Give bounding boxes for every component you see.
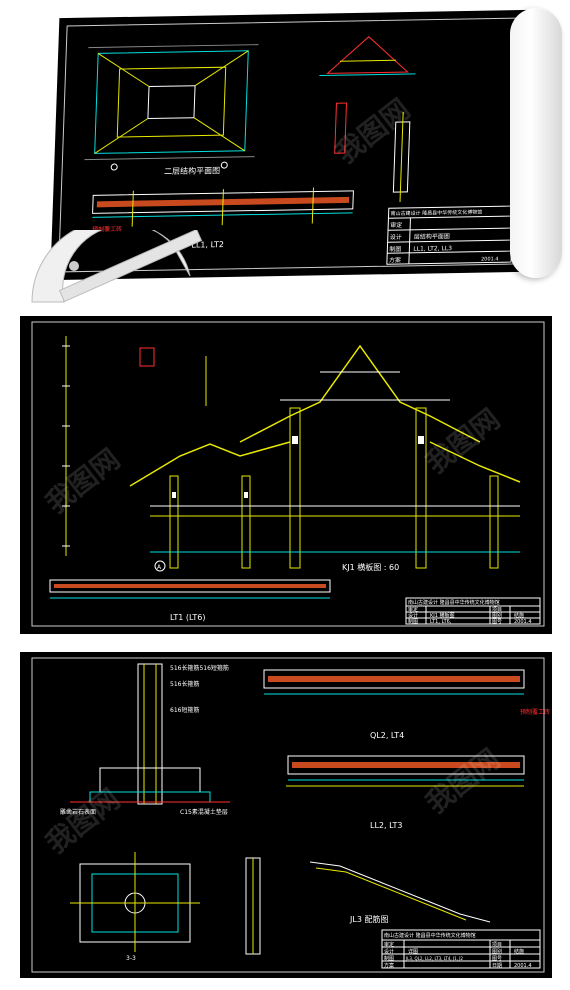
tb-value: LL1, LT2, LL3 xyxy=(413,245,452,253)
title-block-org: 南山古建设计 隆昌县中华传统文化博物馆 xyxy=(384,932,476,939)
protractor-image xyxy=(31,230,203,303)
rebar-label: 516长箍筋516短箍筋 xyxy=(170,664,229,672)
drawing-sheet-1: 二层结构平面图 预制覆工砖 LL1, LT2 xyxy=(50,9,530,281)
beam-elevation xyxy=(92,187,354,227)
col-label: C15素混凝土垫层 xyxy=(180,808,228,816)
tb-label: 图别 xyxy=(492,948,502,955)
footing-plan xyxy=(70,852,200,952)
beam-title: LT1 (LT6) xyxy=(170,613,205,622)
tb-label: 方案 xyxy=(384,962,394,969)
tb-date: 2001.4 xyxy=(481,256,499,262)
drawing-sheet-3: 516长箍筋516短箍筋 516长箍筋 616短箍筋 雕凿岩石表面 C15素混凝… xyxy=(20,652,552,978)
tb-value: 层结构平面图 xyxy=(414,232,450,241)
tb-label: 审定 xyxy=(390,221,402,229)
tb-label: 审定 xyxy=(384,941,394,948)
floor-plan xyxy=(84,44,259,171)
tb-label: 图号 xyxy=(492,956,502,962)
tb-label: 设计 xyxy=(408,612,418,619)
section-title: KJ1 横板图 : 60 xyxy=(342,562,399,572)
precast-label: 预制覆工砖 xyxy=(520,708,550,716)
precast-label: 预制覆工砖 xyxy=(92,225,122,234)
title-block-org: 南山古建设计 隆昌县中华传统文化博物馆 xyxy=(408,599,500,606)
tb-date: 2001.4 xyxy=(514,619,532,625)
tb-label: 设计 xyxy=(390,233,402,241)
tb-value: 结施 xyxy=(514,612,524,619)
tb-value: 详图 xyxy=(408,948,418,955)
tb-label: 审定 xyxy=(408,606,418,613)
rebar-label: 516长箍筋 xyxy=(170,680,199,688)
title-block xyxy=(381,929,541,969)
tb-label: 图号 xyxy=(492,619,502,625)
tb-value: 结施 xyxy=(514,948,524,955)
rebar-label: 616短箍筋 xyxy=(170,706,199,714)
roof-section xyxy=(319,36,416,77)
beam-title: LL1, LT2 xyxy=(191,240,224,250)
title-block xyxy=(405,597,541,625)
sheet2-cad-drawing: A KJ1 横板图 : 60 LT1 (LT6) 南山古建设计 隆昌县中华传统文… xyxy=(31,321,545,627)
beam-elevations xyxy=(263,669,525,787)
base-label: 雕凿岩石表面 xyxy=(60,808,96,816)
tb-date: 2001.4 xyxy=(514,963,532,969)
title-block-org: 南山古建设计 隆昌县中华传统文化博物馆 xyxy=(390,209,482,218)
tb-label: 方案 xyxy=(389,256,401,264)
tb-value: JL3, QL2, LL2, LT3, LT4, J1, J2 xyxy=(405,956,463,961)
tb-label: 项目 xyxy=(492,607,502,613)
tb-label: 项目 xyxy=(492,942,502,948)
beam-title-1: QL2, LT4 xyxy=(370,731,404,740)
tb-label: 制图 xyxy=(408,618,418,625)
paper-roll xyxy=(510,8,562,278)
stair-detail xyxy=(309,861,491,923)
beam-title-2: LL2, LT3 xyxy=(370,821,402,830)
plan-title: 二层结构平面图 xyxy=(164,165,220,176)
drawing-sheet-2: A KJ1 横板图 : 60 LT1 (LT6) 南山古建设计 隆昌县中华传统文… xyxy=(20,316,552,634)
axis-a-label: A xyxy=(157,564,162,571)
stair-title: JL3 配筋图 xyxy=(349,914,388,924)
frame-section xyxy=(129,344,521,572)
detail-columns xyxy=(334,102,411,203)
sheet3-cad-drawing: 516长箍筋516短箍筋 516长箍筋 616短箍筋 雕凿岩石表面 C15素混凝… xyxy=(31,657,550,973)
column-footing-detail xyxy=(70,663,230,805)
tb-label: 设计 xyxy=(384,948,394,955)
tb-label: 制图 xyxy=(389,245,401,253)
tb-label: 日期 xyxy=(492,963,502,969)
tb-value: KJ1 横板图 xyxy=(430,612,455,619)
tb-label: 图别 xyxy=(492,612,502,619)
tb-value: LT1, LT6, xyxy=(430,619,452,625)
tb-label: 制图 xyxy=(384,955,394,962)
plan-label: 3-3 xyxy=(126,955,136,962)
beam-elevation xyxy=(49,579,331,599)
sheet1-cad-drawing: 二层结构平面图 预制覆工砖 LL1, LT2 xyxy=(58,17,522,273)
